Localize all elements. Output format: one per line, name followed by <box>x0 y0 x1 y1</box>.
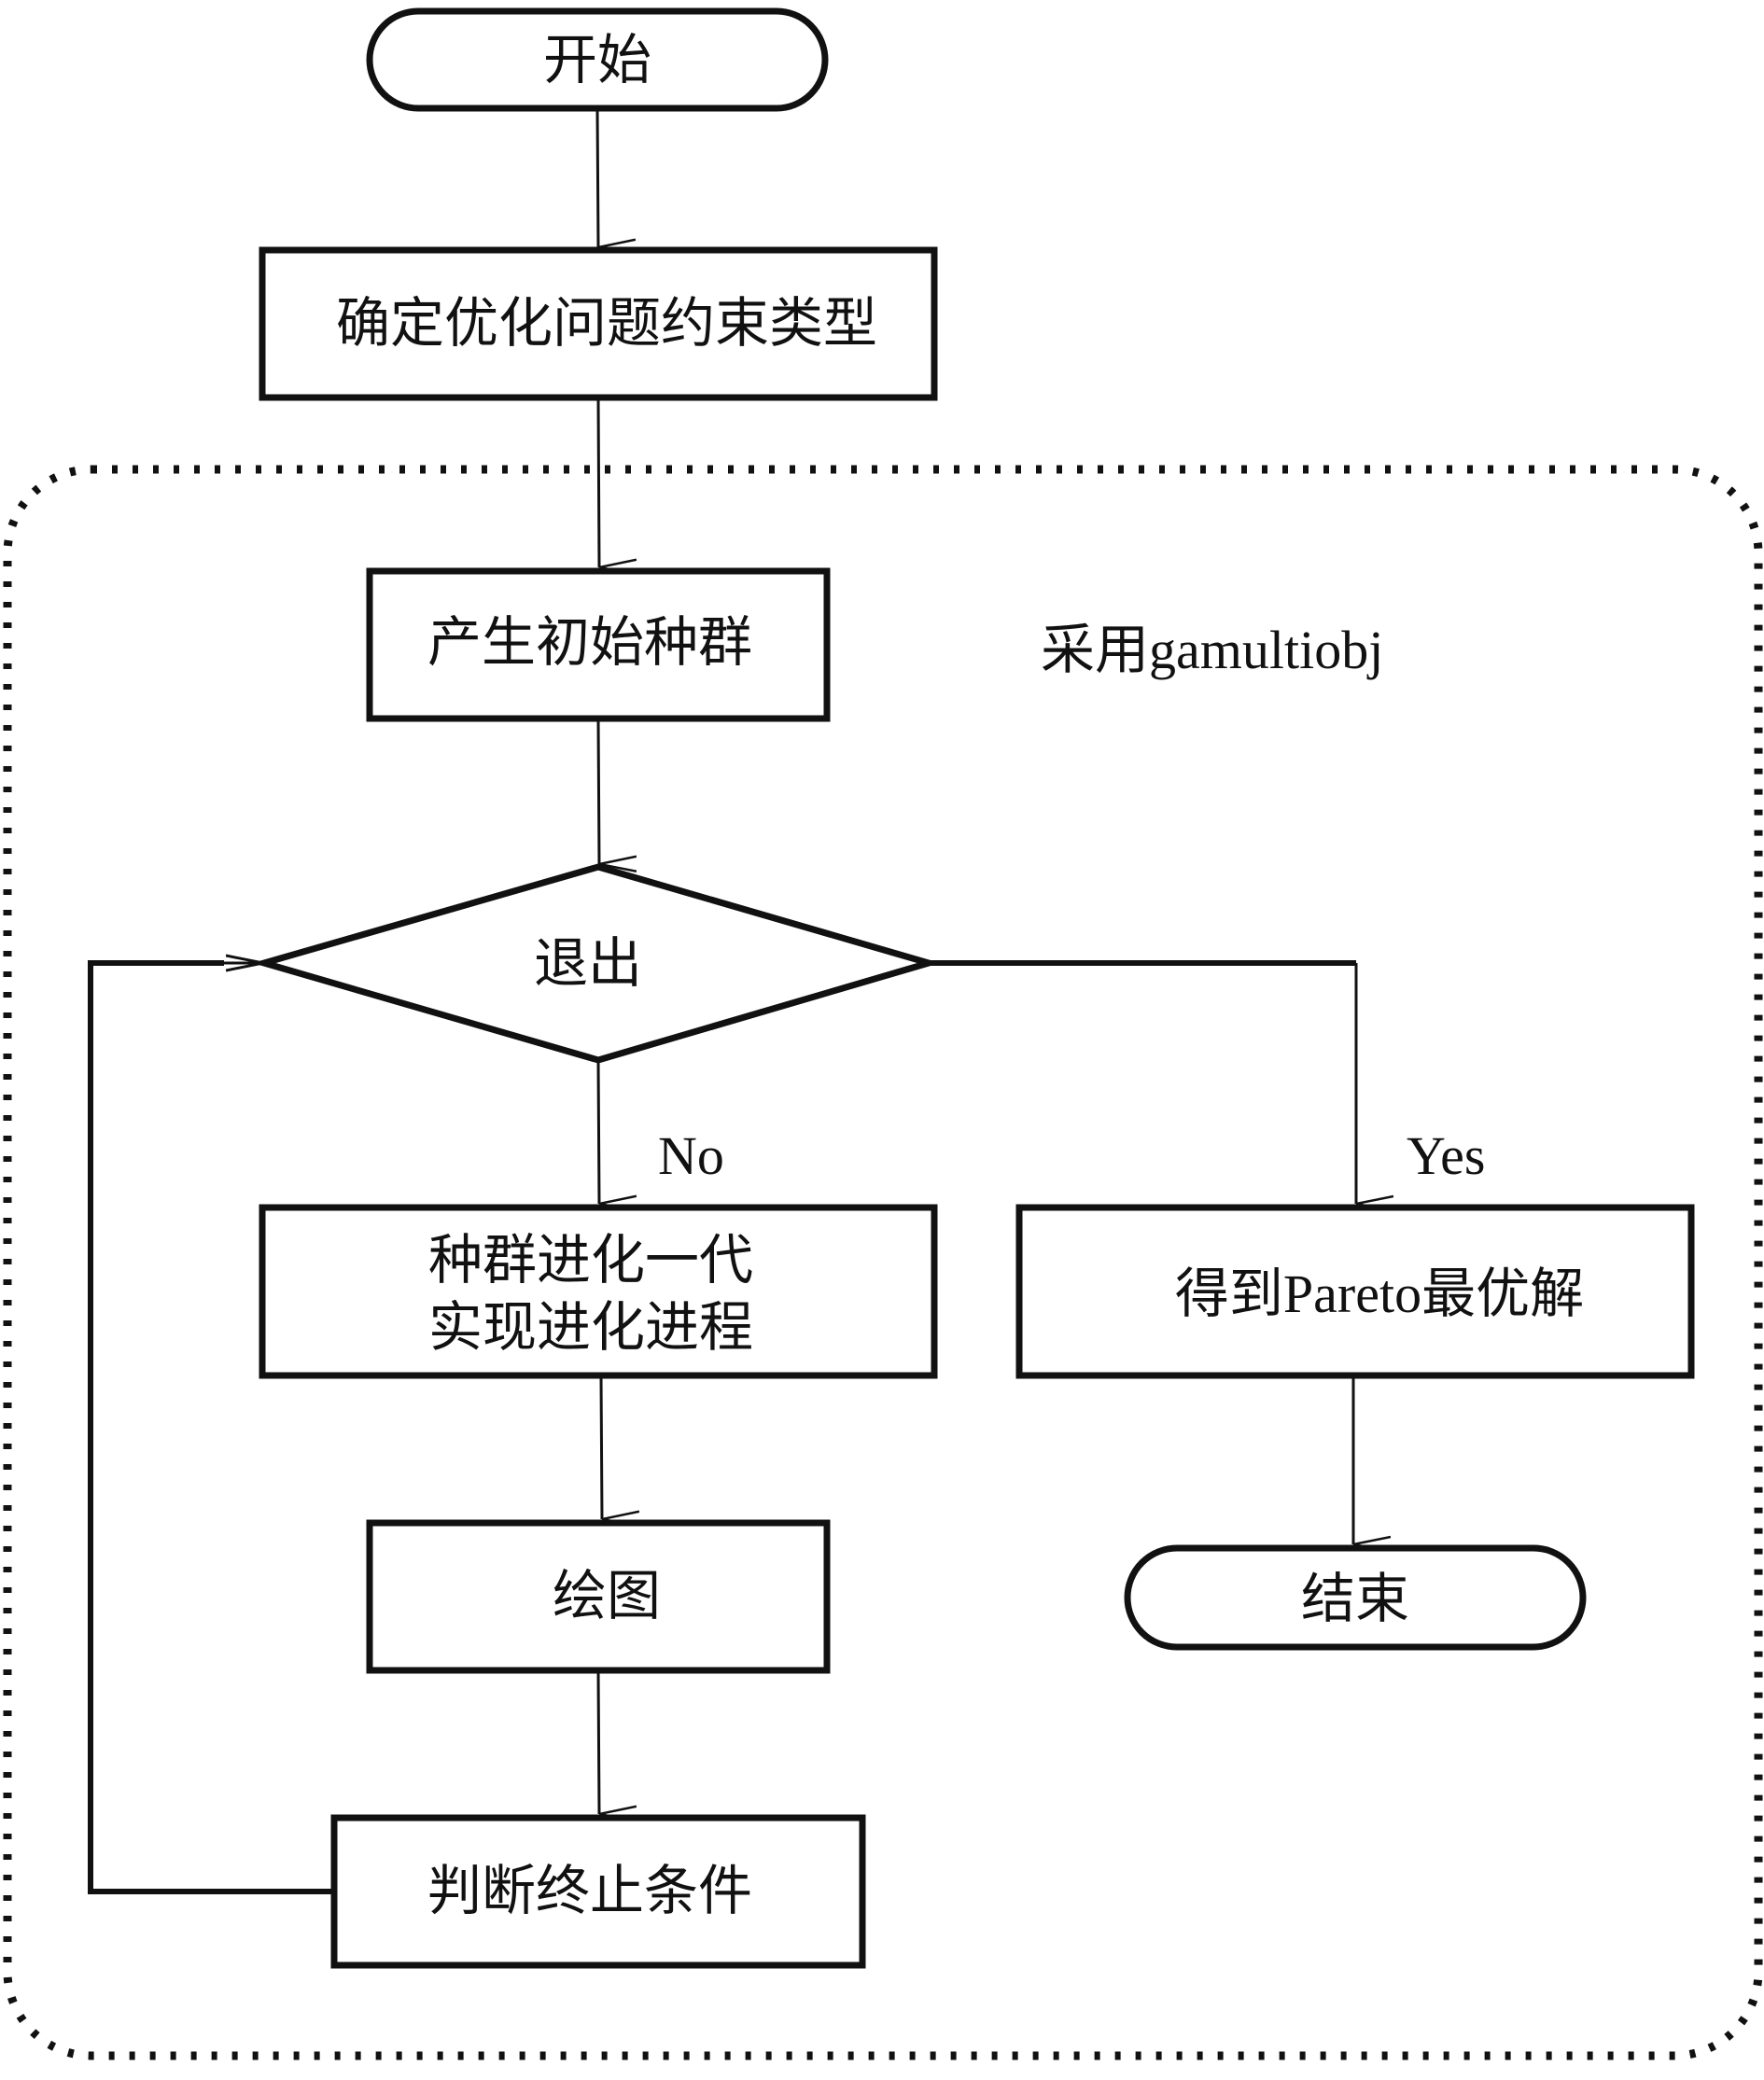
determine-type-label: 确定优化问题约束类型 <box>336 291 877 355</box>
end-node: 结束 <box>1124 1544 1587 1651</box>
evolve-node: 种群进化一代 实现进化进程 <box>259 1204 938 1379</box>
edge-evolve-to-plot <box>599 1376 602 1519</box>
plot-label: 绘图 <box>553 1564 661 1627</box>
start-node: 开始 <box>366 7 829 112</box>
determine-type-node: 确定优化问题约束类型 <box>259 246 938 401</box>
edge-start-to-determine <box>595 109 598 247</box>
evolve-label-line2: 实现进化进程 <box>428 1295 753 1359</box>
evolve-label-line1: 种群进化一代 <box>428 1228 753 1291</box>
check-termination-label: 判断终止条件 <box>427 1859 752 1922</box>
edge-check-to-exit <box>88 960 333 1894</box>
pareto-node: 得到Pareto最优解 <box>1015 1204 1695 1379</box>
end-label: 结束 <box>1301 1567 1409 1630</box>
start-label: 开始 <box>543 28 651 91</box>
yes-label: Yes <box>1407 1125 1485 1186</box>
pareto-label: 得到Pareto最优解 <box>1175 1263 1584 1324</box>
edge-determine-to-init <box>596 398 599 567</box>
init-population-node: 产生初始种群 <box>366 567 831 722</box>
init-population-label: 产生初始种群 <box>427 610 752 674</box>
exit-decision-node: 退出 <box>252 863 941 1064</box>
edge-init-to-exit <box>596 719 599 864</box>
edge-plot-to-check <box>596 1671 599 1814</box>
plot-node: 绘图 <box>366 1519 831 1674</box>
edge-exit-to-evolve <box>596 1061 599 1204</box>
exit-decision-label: 退出 <box>534 931 642 995</box>
check-termination-node: 判断终止条件 <box>330 1814 866 1969</box>
gamultiobj-container <box>3 465 1763 2060</box>
container-label: 采用gamultiobj <box>1041 620 1383 680</box>
no-label: No <box>658 1125 724 1186</box>
